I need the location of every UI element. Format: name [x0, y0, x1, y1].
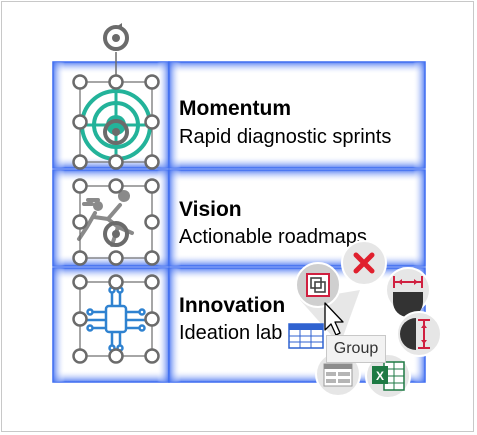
resize-handle[interactable] [144, 74, 160, 90]
selection-frame[interactable] [72, 74, 160, 170]
table-layout-button[interactable] [315, 351, 361, 397]
distribute-horizontal-button[interactable] [385, 267, 431, 317]
excel-export-button[interactable]: X [365, 353, 411, 399]
table-layout-icon [323, 363, 353, 387]
rotate-handle-icon[interactable] [103, 119, 129, 145]
row-title-vision[interactable]: Vision [179, 198, 242, 221]
group-icon [310, 277, 326, 293]
resize-handle[interactable] [144, 348, 160, 364]
row-subtitle-vision[interactable]: Actionable roadmaps [179, 226, 367, 248]
selection-frame[interactable] [72, 274, 160, 364]
resize-handle[interactable] [72, 274, 88, 290]
distribute-vertical-icon [400, 318, 430, 350]
row-subtitle-momentum[interactable]: Rapid diagnostic sprints [179, 126, 392, 148]
resize-handle[interactable] [72, 311, 88, 327]
resize-handle[interactable] [144, 311, 160, 327]
table-insert-icon [288, 323, 324, 349]
resize-handle[interactable] [144, 250, 160, 266]
resize-handle[interactable] [144, 274, 160, 290]
svg-text:X: X [376, 369, 384, 383]
distribute-horizontal-icon [393, 276, 423, 317]
rotate-handle-icon[interactable] [103, 23, 129, 78]
resize-handle[interactable] [108, 154, 124, 170]
row-title-innovation[interactable]: Innovation [179, 294, 286, 317]
circuit-chip-icon[interactable] [80, 286, 152, 352]
delete-button[interactable] [341, 240, 387, 286]
resize-handle[interactable] [72, 154, 88, 170]
resize-handle[interactable] [108, 178, 124, 194]
resize-handle[interactable] [72, 178, 88, 194]
resize-handle[interactable] [144, 114, 160, 130]
row-subtitle-innovation[interactable]: Ideation lab [179, 322, 283, 344]
group-tooltip: Group [326, 335, 386, 363]
mouse-cursor-icon [324, 302, 344, 336]
resize-handle[interactable] [72, 214, 88, 230]
resize-handle[interactable] [144, 178, 160, 194]
resize-handle[interactable] [108, 348, 124, 364]
resize-handle[interactable] [72, 250, 88, 266]
selection-frame[interactable] [72, 178, 160, 266]
running-people-icon[interactable] [77, 190, 134, 247]
delete-icon [353, 252, 375, 274]
group-button[interactable] [295, 262, 341, 308]
resize-handle[interactable] [108, 74, 124, 90]
resize-handle[interactable] [72, 114, 88, 130]
excel-export-icon: X [372, 361, 405, 391]
table-insert-button[interactable] [288, 323, 324, 349]
resize-handle[interactable] [144, 214, 160, 230]
distribute-vertical-button[interactable] [396, 311, 442, 357]
resize-handle[interactable] [72, 348, 88, 364]
resize-handle[interactable] [108, 274, 124, 290]
rotate-handle-icon[interactable] [103, 221, 129, 247]
text-cell[interactable] [168, 61, 426, 169]
row-title-momentum[interactable]: Momentum [179, 97, 291, 120]
resize-handle[interactable] [144, 154, 160, 170]
resize-handle[interactable] [108, 250, 124, 266]
resize-handle[interactable] [72, 74, 88, 90]
